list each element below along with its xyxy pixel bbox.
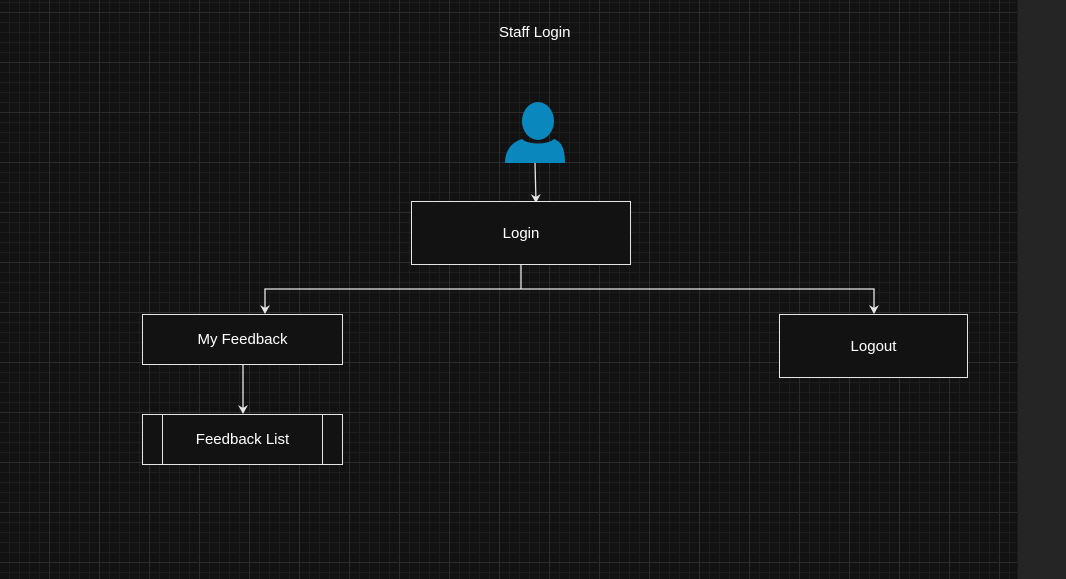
my-feedback-node[interactable]: My Feedback: [142, 314, 343, 365]
edge-login-to-my-feedback[interactable]: [260, 264, 522, 314]
login-node-label: Login: [502, 224, 540, 242]
logout-node[interactable]: Logout: [779, 314, 968, 378]
edge-login-to-logout[interactable]: [521, 288, 879, 314]
user-icon[interactable]: [505, 102, 565, 163]
diagram-title: Staff Login: [499, 24, 571, 41]
my-feedback-node-label: My Feedback: [197, 331, 288, 348]
logout-node-label: Logout: [850, 337, 897, 355]
diagram-canvas[interactable]: Staff Login Login My Feedback Feedback L…: [0, 0, 1017, 579]
feedback-list-node[interactable]: Feedback List: [142, 414, 343, 465]
edge-user-to-login[interactable]: [530, 162, 541, 203]
feedback-list-node-label: Feedback List: [195, 431, 290, 448]
login-node[interactable]: Login: [411, 201, 631, 265]
connector-layer: [238, 102, 879, 414]
right-scroll-panel[interactable]: [1017, 0, 1066, 579]
